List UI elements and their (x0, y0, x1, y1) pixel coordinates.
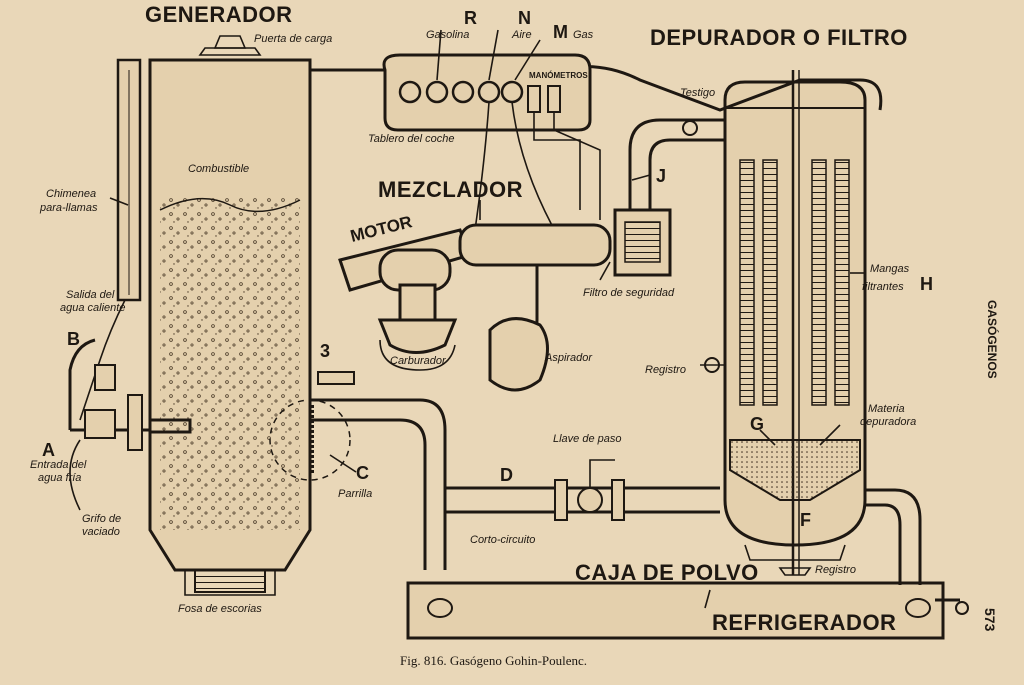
mixer-assembly (338, 200, 672, 392)
label-cold-water-1: Entrada del (30, 459, 87, 471)
label-loading-door: Puerta de carga (254, 33, 332, 45)
dashboard-panel (382, 29, 601, 241)
title-dust-box: CAJA DE POLVO (575, 560, 759, 585)
page-number: 573 (982, 608, 998, 632)
title-filter: DEPURADOR O FILTRO (650, 25, 908, 50)
gas-pipe-j (310, 65, 883, 230)
label-gas: Gas (573, 29, 594, 41)
letter-c: C (356, 463, 369, 483)
label-carburetor: Carburador (390, 355, 447, 367)
letter-r: R (464, 8, 477, 28)
water-circuit (68, 338, 192, 511)
short-circuit-pipe (445, 459, 720, 521)
letter-j: J (656, 166, 666, 186)
letter-3: 3 (320, 341, 330, 361)
title-generator: GENERADOR (145, 2, 293, 27)
label-gauges: MANÓMETROS (529, 71, 588, 80)
letter-a: A (42, 440, 55, 460)
label-drain-1: Grifo de (82, 513, 121, 525)
label-slag-pit: Fosa de escorias (178, 603, 262, 615)
filter-tank (700, 70, 922, 585)
flame-chimney (79, 58, 142, 421)
label-purifier-1: Materia (868, 403, 905, 415)
label-grate: Parrilla (338, 488, 372, 500)
letter-d: D (500, 465, 513, 485)
side-running-head: GASÓGENOS (985, 300, 1000, 379)
label-drain-2: vaciado (82, 526, 120, 538)
figure-caption: Fig. 816. Gasógeno Gohin-Poulenc. (400, 653, 587, 668)
label-cold-water-2: agua fría (38, 472, 81, 484)
letter-n: N (518, 8, 531, 28)
title-cooler: REFRIGERADOR (712, 610, 896, 635)
label-sleeves-1: Mangas (870, 263, 910, 275)
title-motor: MOTOR (348, 212, 414, 246)
letter-m: M (553, 22, 568, 42)
label-register-side: Registro (645, 364, 686, 376)
label-sight-glass: Testigo (680, 87, 715, 99)
grate-outlet (269, 371, 447, 570)
letter-f: F (800, 510, 811, 530)
label-dashboard: Tablero del coche (368, 133, 454, 145)
label-register-bottom: Registro (815, 564, 856, 576)
label-purifier-2: depuradora (860, 416, 916, 428)
label-chimney-1: Chimenea (46, 188, 96, 200)
label-aspirator: Aspirador (544, 352, 593, 364)
label-hot-water-2: agua caliente (60, 302, 125, 314)
label-valve: Llave de paso (553, 433, 622, 445)
label-fuel: Combustible (188, 163, 249, 175)
label-safety-filter: Filtro de seguridad (583, 287, 675, 299)
letter-g: G (750, 414, 764, 434)
label-short-circuit: Corto-circuito (470, 534, 535, 546)
letter-b: B (67, 329, 80, 349)
generator (148, 35, 312, 596)
cooler (406, 581, 969, 640)
label-gasoline: Gasolina (426, 29, 469, 41)
label-sleeves-2: filtrantes (862, 281, 904, 293)
letter-h: H (920, 274, 933, 294)
label-hot-water-1: Salida del (66, 289, 115, 301)
label-air: Aire (511, 29, 532, 41)
leader-lines (109, 174, 865, 609)
title-mixer: MEZCLADOR (378, 177, 523, 202)
label-chimney-2: para-llamas (39, 202, 98, 214)
